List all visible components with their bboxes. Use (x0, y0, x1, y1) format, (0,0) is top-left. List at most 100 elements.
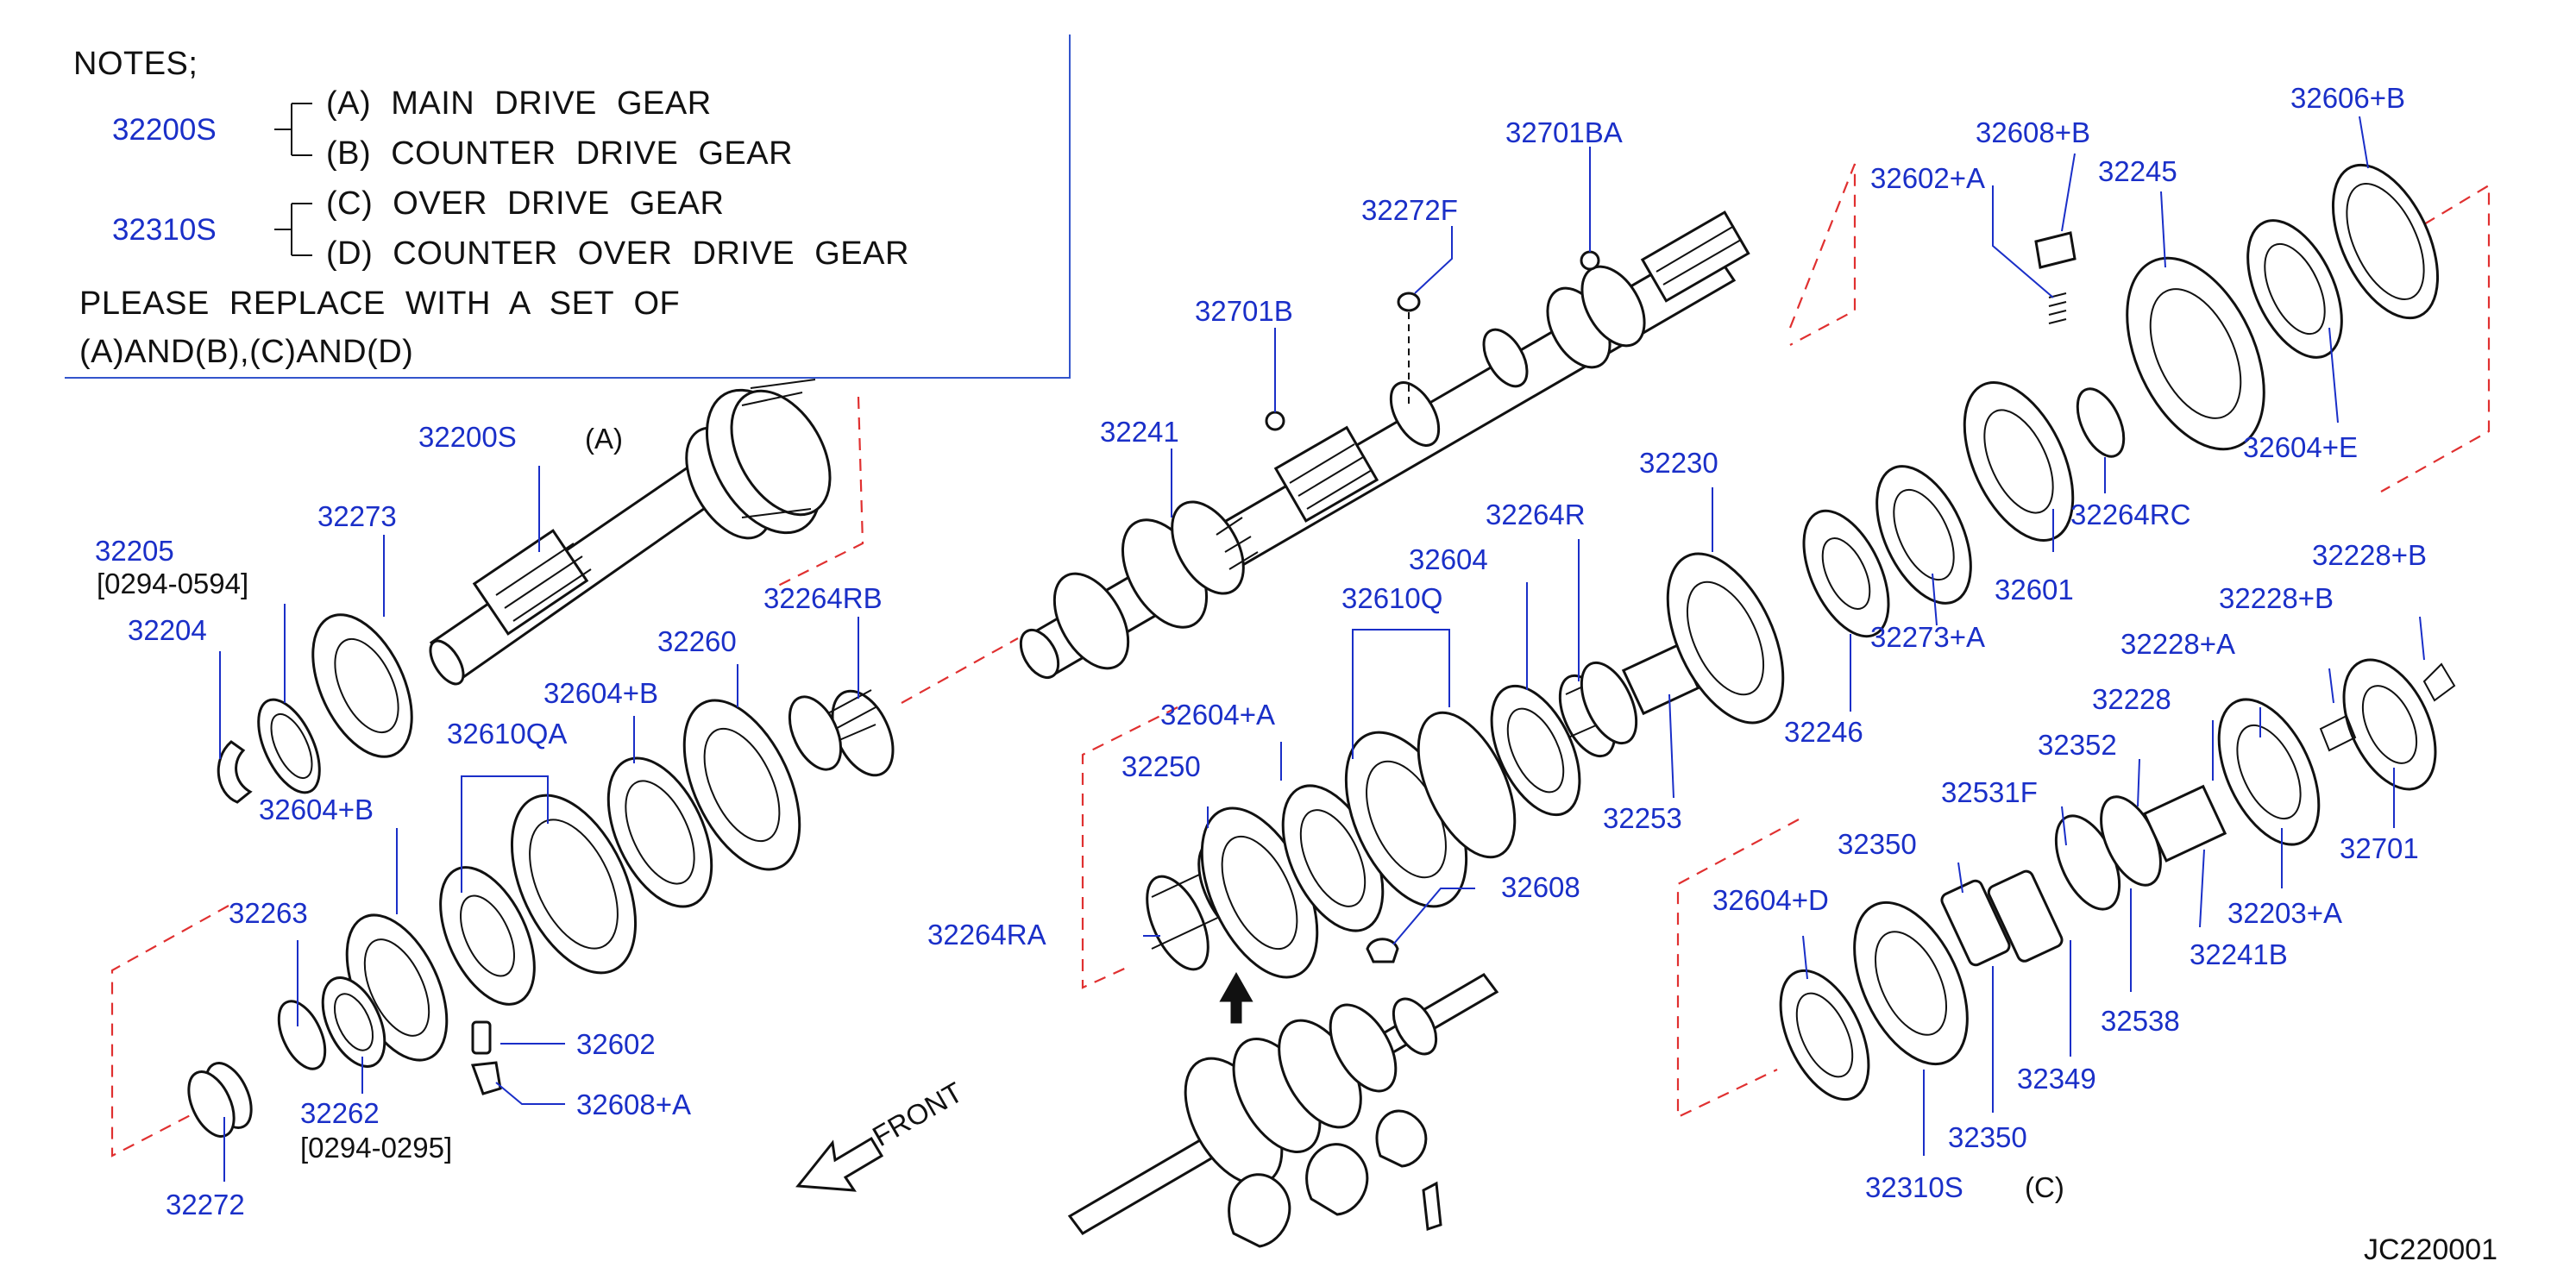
part-label-32205[interactable]: 32205 (95, 535, 174, 567)
part-label-32228[interactable]: 32228 (2092, 683, 2171, 715)
part-label-32273A[interactable]: 32273+A (1870, 621, 1985, 653)
part-label-32241B[interactable]: 32241B (2190, 938, 2288, 970)
notes-line2: (A)AND(B),(C)AND(D) (79, 334, 413, 370)
part-label-32260[interactable]: 32260 (657, 625, 737, 657)
bearing-32350[interactable] (1939, 879, 2011, 968)
bearing-32349[interactable] (1987, 869, 2064, 963)
part-label-32310S[interactable]: 32310S (1865, 1171, 1963, 1203)
part-label-32350-a[interactable]: 32350 (1838, 828, 1917, 860)
part-label-32606B[interactable]: 32606+B (2290, 82, 2405, 114)
frame-main-drive-right (776, 396, 864, 587)
part-label-32246[interactable]: 32246 (1784, 716, 1863, 748)
front-arrow-up (1219, 971, 1253, 1024)
gear-32260[interactable] (661, 683, 823, 888)
spring-32602[interactable] (471, 1020, 492, 1055)
frame-bottom-right (1676, 819, 1800, 1119)
synchro-32604[interactable] (1473, 673, 1598, 829)
synchro-32604D[interactable] (1762, 957, 1887, 1114)
pin-32272F[interactable] (1397, 292, 1421, 312)
part-label-32228A[interactable]: 32228+A (2120, 628, 2235, 660)
main-drive-gear-shaft[interactable] (424, 371, 850, 690)
part-label-32610QA[interactable]: 32610QA (447, 718, 567, 750)
part-label-32228B-1[interactable]: 32228+B (2312, 539, 2427, 571)
part-label-32538[interactable]: 32538 (2101, 1005, 2180, 1037)
part-label-32352[interactable]: 32352 (2038, 729, 2117, 761)
spring-32602A[interactable] (2048, 292, 2067, 324)
part-label-32608A[interactable]: 32608+A (576, 1089, 691, 1120)
part-label-32245[interactable]: 32245 (2098, 155, 2177, 187)
hub-32352[interactable] (2142, 784, 2227, 863)
part-label-32264R[interactable]: 32264R (1486, 499, 1586, 530)
needle-bearing-32264RC[interactable] (2068, 382, 2133, 464)
washer-32246[interactable] (1787, 498, 1906, 649)
part-label-32253[interactable]: 32253 (1603, 802, 1682, 834)
part-label-32608[interactable]: 32608 (1501, 871, 1580, 903)
part-label-32263[interactable]: 32263 (229, 897, 308, 929)
frame-center-group (1081, 706, 1178, 989)
part-label-32604[interactable]: 32604 (1409, 543, 1488, 575)
ball-32701B[interactable] (1265, 411, 1285, 431)
part-label-32604E[interactable]: 32604+E (2243, 431, 2358, 463)
part-label-32272F[interactable]: 32272F (1361, 194, 1458, 226)
notes-bracket-2 (274, 203, 312, 256)
main-shaft-32241[interactable] (1013, 210, 1750, 684)
part-label-32610Q[interactable]: 32610Q (1341, 582, 1442, 614)
part-label-32602[interactable]: 32602 (576, 1028, 656, 1060)
part-label-32608B[interactable]: 32608+B (1976, 116, 2090, 148)
washer-32701[interactable] (2325, 645, 2453, 803)
diagram-code: JC220001 (2364, 1233, 2497, 1266)
gear-32310S[interactable] (1831, 885, 1990, 1082)
gear-32601[interactable] (1942, 366, 2095, 557)
part-label-32241[interactable]: 32241 (1100, 416, 1179, 448)
part-label-32531F[interactable]: 32531F (1941, 776, 2038, 808)
bearing-32273A[interactable] (1857, 452, 1989, 618)
notes-group1-part[interactable]: 32200S (112, 113, 217, 147)
part-label-32701BA[interactable]: 32701BA (1505, 116, 1623, 148)
part-label-32262[interactable]: 32262 (300, 1097, 380, 1129)
part-label-32701[interactable]: 32701 (2340, 832, 2419, 864)
part-label-32264RA[interactable]: 32264RA (927, 919, 1046, 951)
needle-bearing-32264RA[interactable] (1134, 868, 1221, 979)
part-label-32264RB[interactable]: 32264RB (763, 582, 883, 614)
part-labels: 32701BA 32272F 32701B 32241 32608+B 3260… (95, 82, 2427, 1220)
part-label-32604A[interactable]: 32604+A (1160, 699, 1275, 731)
part-label-32602A[interactable]: 32602+A (1870, 162, 1985, 194)
part-label-32200S[interactable]: 32200S (418, 421, 517, 453)
part-label-32204[interactable]: 32204 (128, 614, 207, 646)
part-label-32604B-2[interactable]: 32604+B (259, 794, 374, 825)
insert-32608[interactable] (1366, 938, 1399, 963)
part-label-32604B-1[interactable]: 32604+B (543, 677, 658, 709)
part-label-32604D[interactable]: 32604+D (1712, 884, 1829, 916)
part-label-32349[interactable]: 32349 (2017, 1063, 2096, 1095)
part-label-32203A[interactable]: 32203+A (2227, 897, 2342, 929)
ball-32701BA[interactable] (1580, 250, 1600, 271)
insert-32608A[interactable] (470, 1061, 502, 1095)
part-label-32350-b[interactable]: 32350 (1948, 1121, 2027, 1153)
notes-heading: NOTES; (73, 46, 198, 82)
frame-top-right (2380, 184, 2491, 493)
ring-32205[interactable] (246, 691, 332, 802)
part-label-32601[interactable]: 32601 (1995, 574, 2074, 605)
part-label-32250[interactable]: 32250 (1122, 750, 1201, 782)
gear-32230[interactable] (1644, 536, 1806, 741)
part-label-32228B-2[interactable]: 32228+B (2219, 582, 2334, 614)
part-label-32230[interactable]: 32230 (1639, 447, 1718, 479)
part-label-32701B[interactable]: 32701B (1195, 295, 1293, 327)
part-label-32272[interactable]: 32272 (166, 1189, 245, 1220)
gear-32245[interactable] (2100, 236, 2292, 470)
synchro-32604E[interactable] (2228, 206, 2360, 372)
synchro-32604B[interactable] (587, 742, 732, 922)
bearing-32203A[interactable] (2198, 684, 2339, 860)
hub-32610QA[interactable] (487, 776, 661, 992)
insert-32608B[interactable] (2034, 231, 2077, 269)
snap-ring-32204[interactable] (217, 740, 253, 804)
notes-group1-b: (B) COUNTER DRIVE GEAR (326, 135, 793, 172)
part-label-32264RC[interactable]: 32264RC (2070, 499, 2190, 530)
ring-32263[interactable] (269, 995, 334, 1076)
front-label: FRONT (867, 1076, 968, 1152)
notes-group2-part[interactable]: 32310S (112, 213, 217, 247)
snap-rings-32228[interactable] (2319, 662, 2456, 752)
sleeve-32606B[interactable] (2312, 149, 2460, 334)
washer-32262[interactable] (311, 968, 398, 1076)
part-label-32273[interactable]: 32273 (317, 500, 397, 532)
